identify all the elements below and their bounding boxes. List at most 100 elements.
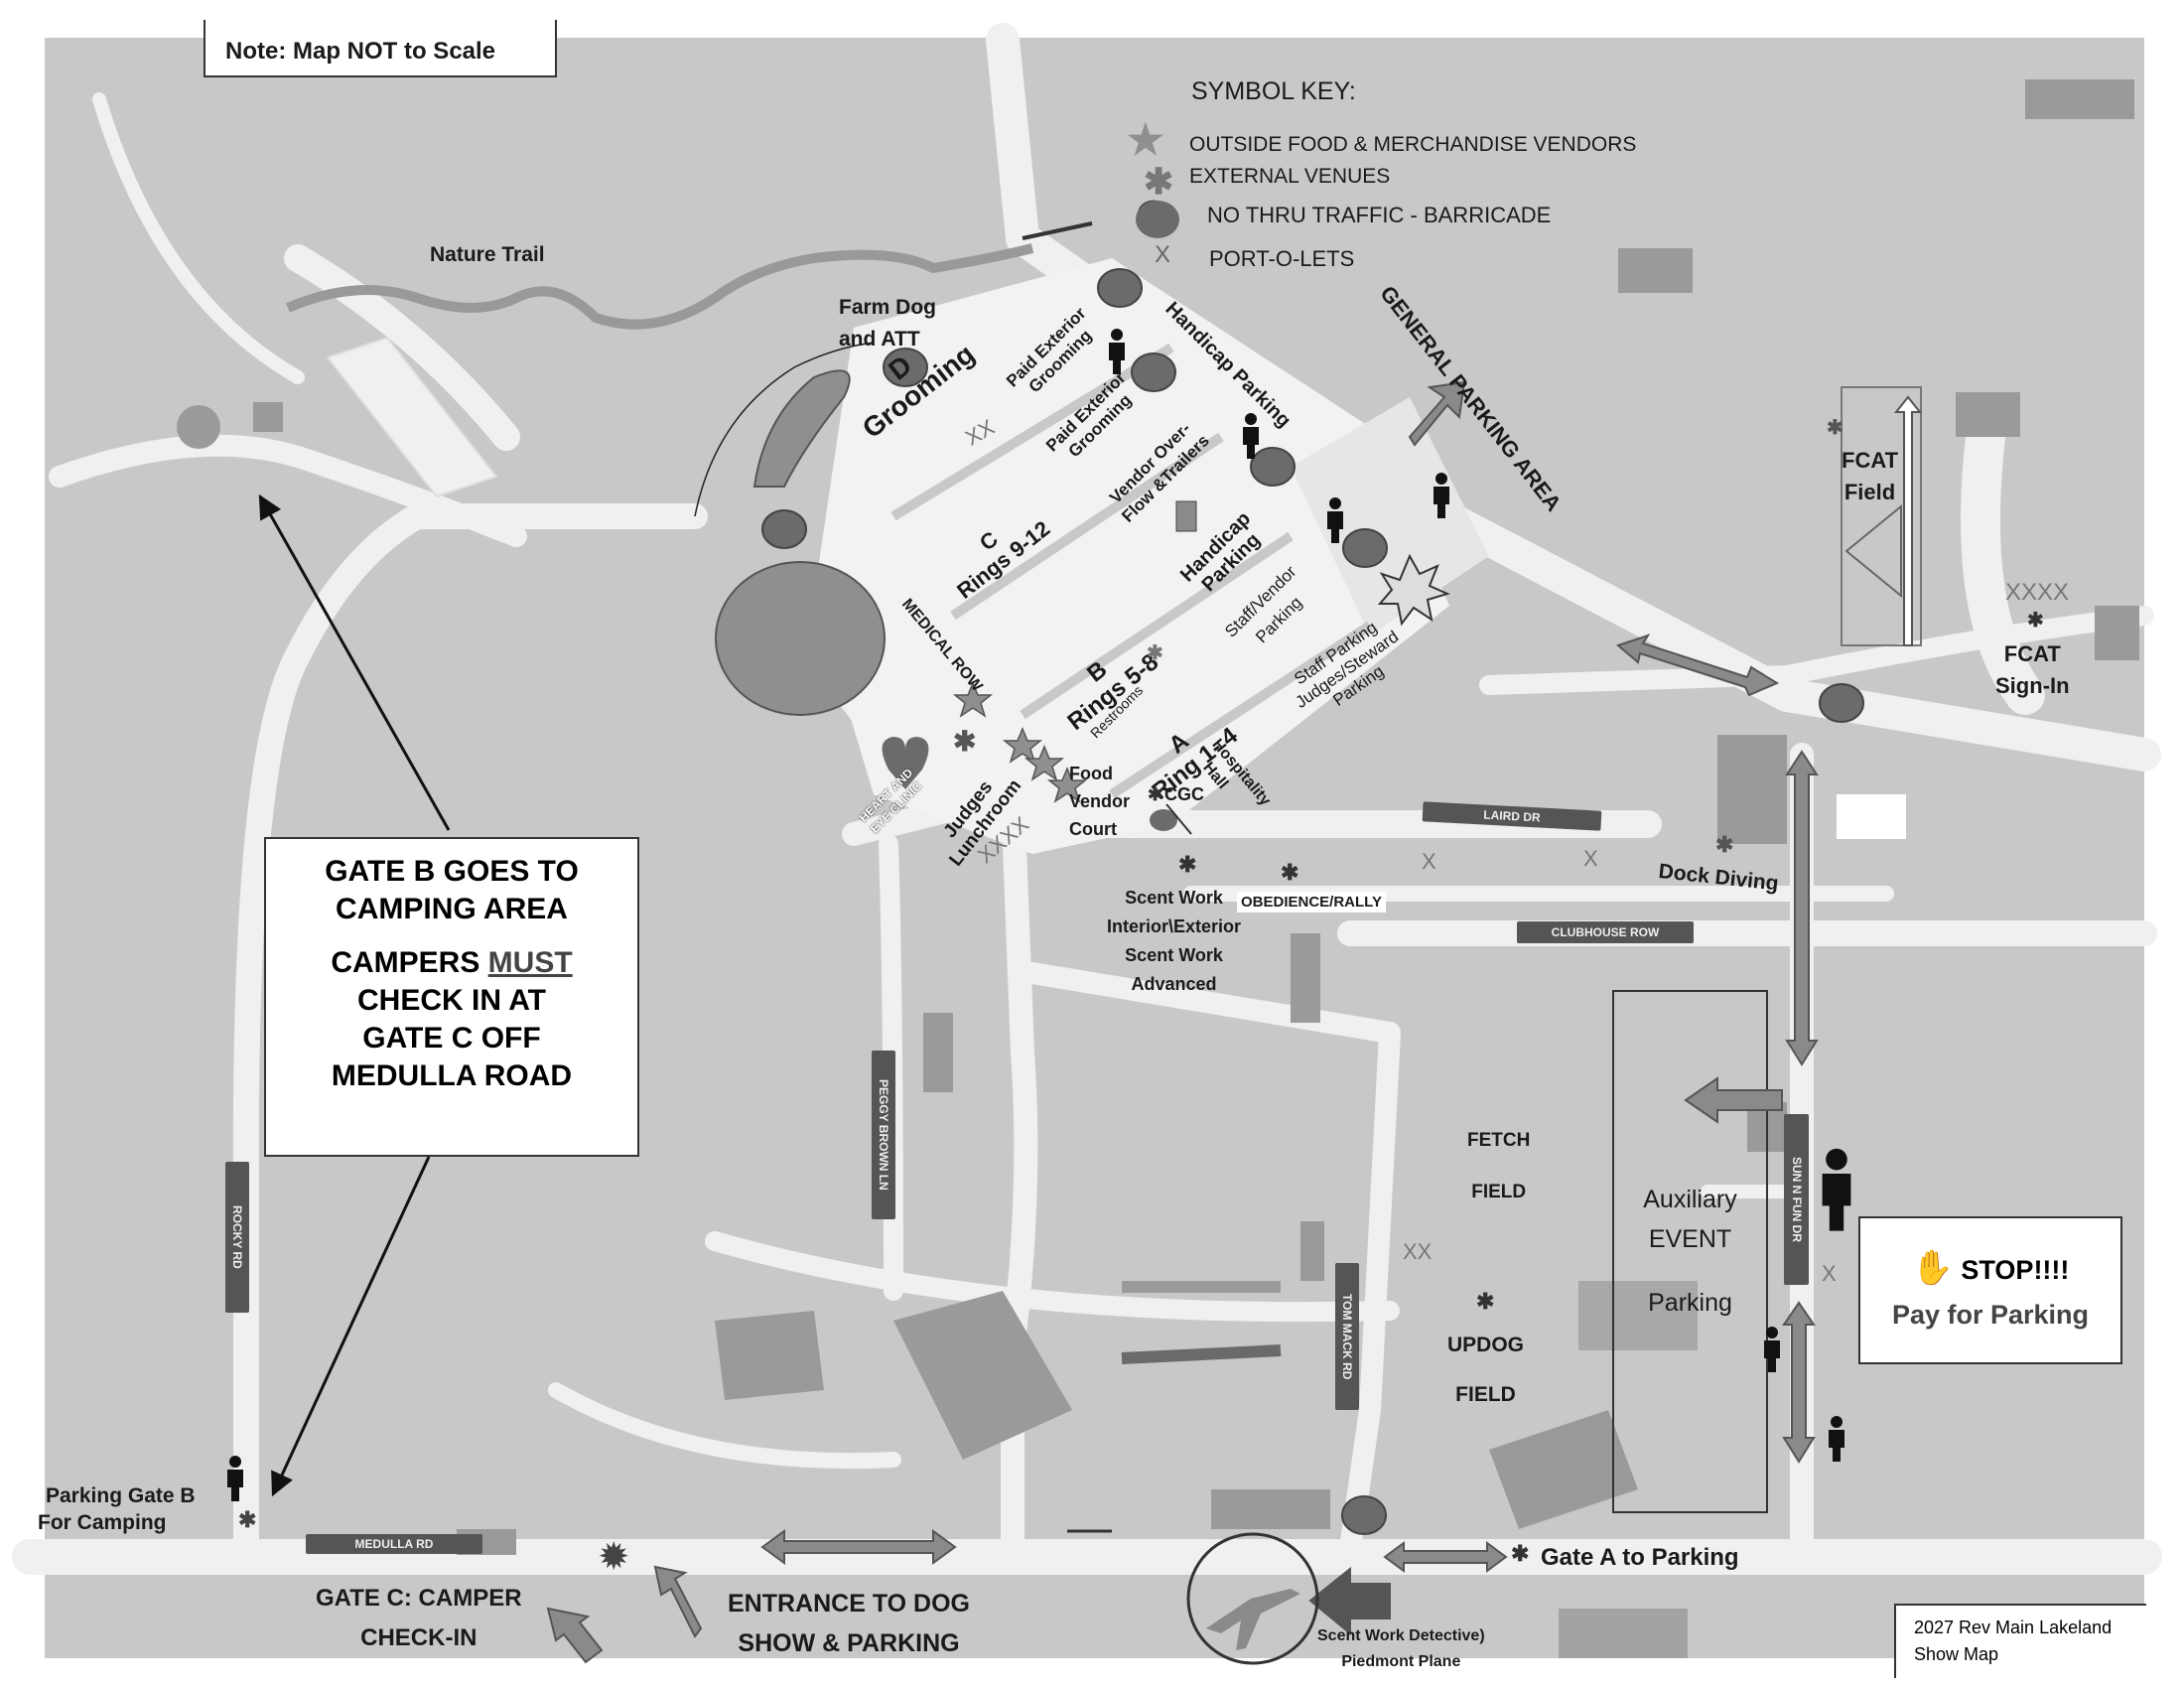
revision-line2: Show Map: [1914, 1644, 1999, 1664]
entrance-label: ENTRANCE TO DOG SHOW & PARKING: [728, 1584, 970, 1663]
porta-x-b: X: [1583, 846, 1598, 871]
scent-work-asterisk-icon: ✱: [1178, 852, 1197, 877]
fcat-asterisk-icon: ✱: [1827, 417, 1843, 439]
symbol-key-label-3: PORT-O-LETS: [1209, 246, 1355, 271]
cgc-pointer: [1165, 803, 1192, 835]
arrow-left-aux: [1684, 1076, 1783, 1124]
nature-trail-path: [286, 243, 1034, 330]
wall-segment: [1121, 1344, 1282, 1364]
scent-detective-1: Scent Work Detective): [1317, 1627, 1485, 1644]
heart-icon: [882, 737, 929, 789]
callout-arrow-down: [271, 1156, 431, 1497]
hand-stop-icon: ✋: [1911, 1249, 1954, 1287]
gate-a-label: Gate A to Parking: [1541, 1544, 1739, 1571]
scent-work-3: Scent Work: [1125, 945, 1223, 965]
porta-x-a: X: [1422, 849, 1436, 874]
x-icon: X: [1155, 241, 1171, 268]
food-vendor-court-label: Food Vendor Court: [1069, 760, 1130, 843]
gate-a-asterisk-icon: ✱: [1511, 1541, 1530, 1566]
burst-icon: [1377, 553, 1450, 627]
road-sign-tom-mack: TOM MACK RD: [1335, 1263, 1359, 1410]
obedience-rally-label: OBEDIENCE/RALLY: [1237, 892, 1386, 913]
gate-b-asterisk-icon: ✱: [238, 1507, 257, 1532]
fetch-field-label: FETCH FIELD: [1467, 1115, 1530, 1218]
judges-asterisk-icon: ✱: [953, 726, 977, 757]
vendor-sign: [1175, 500, 1197, 532]
page-margin: [0, 1658, 2184, 1688]
stop-pay-box: ✋ STOP!!!! Pay for Parking: [1858, 1216, 2122, 1364]
porta-xx-2: XX: [1403, 1239, 1433, 1264]
symbol-key-label-2: NO THRU TRAFFIC - BARRICADE: [1207, 203, 1552, 227]
arrow-entrance-up: [653, 1565, 703, 1638]
arrow-left-piedmont: [1308, 1566, 1391, 1636]
arrow-double-entrance: [760, 1529, 957, 1565]
revision-line1: 2027 Rev Main Lakeland: [1914, 1618, 2113, 1637]
arrow-double-ring-road: [1616, 633, 1780, 697]
updog-1: UPDOG: [1447, 1334, 1525, 1356]
restroom-asterisk-icon: ✱: [1147, 642, 1163, 664]
nature-trail-label: Nature Trail: [430, 243, 545, 266]
symbol-key-label-0: OUTSIDE FOOD & MERCHANDISE VENDORS: [1189, 133, 1637, 156]
pond-outline: [694, 342, 875, 517]
auxiliary-event-box: [1612, 990, 1768, 1513]
callout-arrow-up: [258, 493, 451, 831]
aux-1: Auxiliary: [1643, 1186, 1737, 1213]
cgc-label: CGC: [1164, 784, 1204, 804]
gate-mark-top: [1022, 221, 1093, 240]
gate-b-line3-campers: CAMPERS: [331, 946, 488, 979]
scent-work-label: Scent Work Interior\Exterior Scent Work …: [1107, 884, 1241, 999]
road-sign-sun-n-fun: SUN N FUN DR: [1784, 1114, 1809, 1285]
food-vendor-3: Court: [1069, 819, 1117, 839]
fcat-arrow-up: [1893, 395, 1923, 646]
fcat-signin-2: Sign-In: [1995, 673, 2070, 698]
updog-2: FIELD: [1455, 1383, 1516, 1406]
gate-b-line4: CHECK IN AT: [357, 984, 546, 1017]
symbol-key-title: SYMBOL KEY:: [1191, 77, 1356, 105]
gate-c-2: CHECK-IN: [360, 1624, 478, 1651]
gate-b-line3-must: MUST: [487, 946, 573, 979]
gate-b-line1: GATE B GOES TO: [325, 855, 579, 888]
entrance-gear-icon: ✹: [600, 1538, 628, 1576]
food-vendor-1: Food: [1069, 764, 1113, 783]
aux-2: EVENT: [1648, 1225, 1732, 1253]
fetch-2: FIELD: [1471, 1182, 1527, 1202]
gate-b-line2: CAMPING AREA: [336, 893, 568, 925]
parking-gate-b-label: Parking Gate B For Camping: [38, 1482, 196, 1536]
road-sign-medulla: MEDULLA RD: [306, 1534, 482, 1554]
parking-gate-b-2: For Camping: [38, 1511, 167, 1534]
cgc-asterisk-icon: ✱: [1148, 784, 1163, 804]
plane-icon: [1206, 1589, 1300, 1650]
asterisk-icon: ✱: [1144, 161, 1174, 202]
arrow-double-gate-a: [1383, 1541, 1508, 1573]
fcat-field-outline: [1841, 386, 1922, 646]
gate-c-1: GATE C: CAMPER: [316, 1585, 522, 1612]
scent-detective-label: Scent Work Detective) Piedmont Plane: [1317, 1623, 1485, 1675]
auxiliary-event-label: Auxiliary EVENT Parking: [1633, 1180, 1747, 1323]
dock-diving-asterisk-icon: ✱: [1715, 832, 1734, 857]
gate-b-line3: CAMPERS MUST: [266, 946, 637, 980]
road-sign-clubhouse: CLUBHOUSE ROW: [1517, 921, 1694, 943]
scent-work-4: Advanced: [1131, 974, 1217, 994]
fcat-signin-1: FCAT: [2003, 641, 2061, 666]
porta-xxxx-2: XXXX: [2005, 579, 2070, 606]
farm-dog-label: Farm Dog: [839, 296, 937, 319]
entrance-1: ENTRANCE TO DOG: [728, 1590, 970, 1618]
food-vendor-2: Vendor: [1069, 791, 1131, 811]
fcat-triangle: [1844, 503, 1902, 599]
entrance-2: SHOW & PARKING: [738, 1629, 960, 1657]
general-parking-lot: [1291, 397, 1489, 635]
fcat-signin-asterisk-icon: ✱: [2027, 610, 2044, 632]
stop-text: STOP!!!!: [1961, 1255, 2070, 1285]
fetch-1: FETCH: [1467, 1130, 1531, 1151]
traffic-arrows: [546, 380, 1819, 1664]
scent-detective-2: Piedmont Plane: [1341, 1653, 1461, 1670]
farm-dog-label-2: and ATT: [839, 328, 920, 351]
stop-row: ✋ STOP!!!!: [1860, 1248, 2120, 1288]
revision-box: 2027 Rev Main Lakeland Show Map: [1894, 1604, 2146, 1678]
fcat-field-2: Field: [1843, 480, 1896, 504]
note-text: Note: Map NOT to Scale: [225, 38, 496, 65]
symbol-key-label-1: EXTERNAL VENUES: [1189, 165, 1391, 188]
fcat-signin-label: FCAT Sign-In: [1995, 638, 2070, 702]
aux-3: Parking: [1648, 1289, 1732, 1317]
